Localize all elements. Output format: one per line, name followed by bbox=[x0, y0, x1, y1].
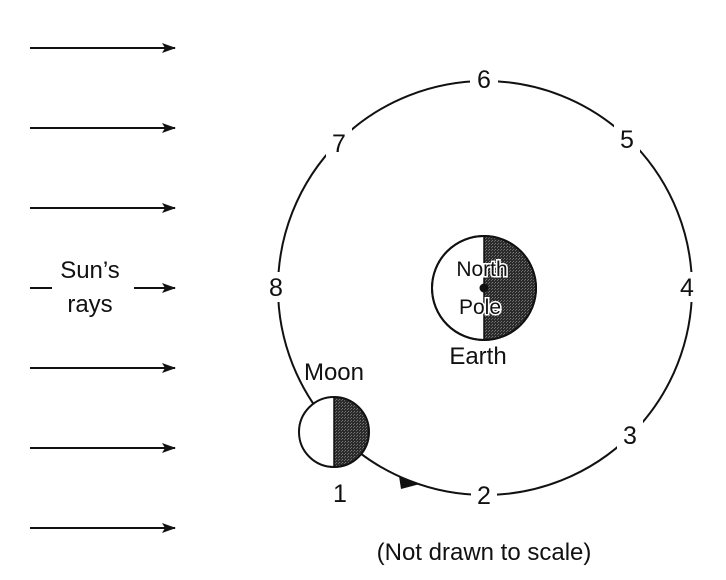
sun-label-background bbox=[52, 256, 134, 322]
position-label-8: 8 bbox=[269, 274, 283, 302]
position-label-1: 1 bbox=[333, 480, 347, 508]
orbit-positions: 1 2 3 4 5 6 7 8 bbox=[269, 66, 694, 510]
moon-label: Moon bbox=[304, 359, 364, 386]
sun-label-line2: rays bbox=[67, 291, 112, 318]
north-pole-label-line1: North bbox=[456, 258, 507, 281]
position-label-4: 4 bbox=[680, 274, 694, 302]
north-pole-dot bbox=[479, 283, 489, 293]
scale-note: (Not drawn to scale) bbox=[377, 539, 592, 566]
position-label-6: 6 bbox=[477, 66, 491, 94]
moon bbox=[298, 396, 370, 468]
position-label-5: 5 bbox=[620, 126, 634, 154]
position-label-7: 7 bbox=[332, 130, 346, 158]
position-label-2: 2 bbox=[477, 482, 491, 510]
position-label-backgrounds bbox=[263, 64, 700, 510]
position-label-3: 3 bbox=[623, 422, 637, 450]
sun-label-line1: Sun’s bbox=[60, 257, 120, 284]
arrowhead-icon bbox=[399, 476, 420, 489]
earth-label: Earth bbox=[449, 343, 506, 370]
north-pole-label-line2: Pole bbox=[459, 296, 501, 319]
